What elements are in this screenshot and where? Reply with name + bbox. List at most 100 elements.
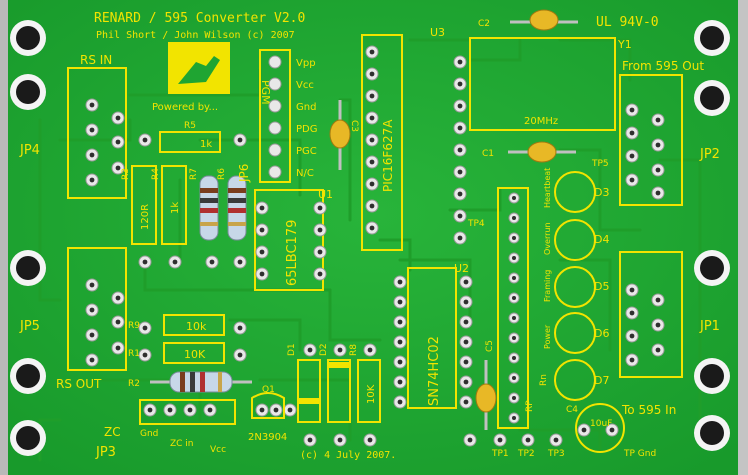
pad-hole [369,71,375,77]
label-u1: U1 [318,188,333,201]
chip-u2-part: SN74HC02 [427,336,442,406]
pgm-pin-pad [268,55,282,69]
pad-hole [237,137,243,143]
led-function-label: Heartbeat [543,168,552,208]
mounting-holes [10,20,730,456]
pad-hole [115,165,121,171]
pad-hole [89,307,95,313]
label-jp2: JP2 [699,147,720,162]
pad-hole [457,213,463,219]
label-c1: C1 [482,149,494,159]
mount-hole [700,256,724,280]
label-jp1: JP1 [699,319,720,334]
pad-hole [655,322,661,328]
pad-hole [142,137,148,143]
pgm-pin-label: PDG [296,124,317,135]
pad-hole [512,256,516,260]
pad-hole [287,407,293,413]
pad-hole [629,107,635,113]
r1-value: 10K [184,348,206,361]
c4-value: 10uF [590,419,612,429]
mount-hole [16,26,40,50]
label-to-595: To 595 In [621,403,676,417]
label-jp4: JP4 [19,143,40,158]
pad-array [85,45,665,447]
label-d2: D2 [319,343,329,356]
pad-hole [369,137,375,143]
mount-hole [16,364,40,388]
label-u3: U3 [430,26,445,39]
pad-hole [629,310,635,316]
pad-hole [512,416,516,420]
pgm-pin-label: Vpp [296,58,316,69]
resistor-r2 [150,371,252,393]
pad-hole [259,249,265,255]
q1-part: 2N3904 [248,432,287,443]
pgm-pin-pad [268,143,282,157]
diode-d2-band [328,362,350,368]
label-jp5: JP5 [19,319,40,334]
led-ref-label: D5 [594,280,609,293]
pad-hole [142,259,148,265]
copper-traces [38,38,702,462]
connector-outlines [67,34,683,429]
label-r1: R1 [128,349,140,359]
pad-hole [512,336,516,340]
label-tp2: TP2 [517,449,535,459]
mount-hole [16,256,40,280]
capacitor-c3 [329,100,351,170]
led-function-label: Overrun [543,222,552,255]
mount-hole [700,86,724,110]
pad-hole [463,399,469,405]
pad-hole [89,332,95,338]
pad-hole [207,407,213,413]
pad-hole [397,279,403,285]
pad-hole [147,407,153,413]
led-function-label: Power [543,324,552,349]
pad-hole [553,437,559,443]
pad-hole [369,181,375,187]
pad-hole [237,259,243,265]
pad-hole [512,316,516,320]
pad-hole [89,152,95,158]
pad-hole [369,49,375,55]
pad-hole [467,437,473,443]
led-ref-label: D6 [594,327,609,340]
pad-hole [463,379,469,385]
led-function-label: Framing [543,270,552,302]
pad-hole [457,169,463,175]
pad-hole [397,399,403,405]
chip-u3-part: PIC16F627A [381,119,395,192]
pad-hole [273,407,279,413]
label-zc-vcc: Vcc [210,445,226,455]
mount-hole [700,364,724,388]
board-credit: Phil Short / John Wilson (c) 2007 [96,30,295,41]
board-date: (c) 4 July 2007. [300,450,396,461]
label-c4: C4 [566,405,578,415]
crystal-freq: 20MHz [524,116,558,127]
capacitor-c2 [510,9,578,31]
pad-hole [259,227,265,233]
pad-hole [629,130,635,136]
pad-hole [655,167,661,173]
metal-edge-right [738,0,748,475]
pgm-pin-pad [268,165,282,179]
label-r9: R9 [128,321,140,331]
pad-hole [259,407,265,413]
label-from-595: From 595 Out [622,59,704,73]
pad-hole [237,352,243,358]
led-outlines [554,171,596,401]
pad-hole [512,356,516,360]
pad-hole [89,177,95,183]
label-zc-in: ZC in [170,439,194,449]
pad-hole [655,297,661,303]
r5-value: 1k [200,139,212,150]
label-r4: R4 [151,168,161,180]
label-pgm: PGM [259,80,272,105]
label-rp: RP [525,400,535,412]
pad-hole [337,347,343,353]
diode-d1-band [298,398,320,404]
pad-hole [463,299,469,305]
